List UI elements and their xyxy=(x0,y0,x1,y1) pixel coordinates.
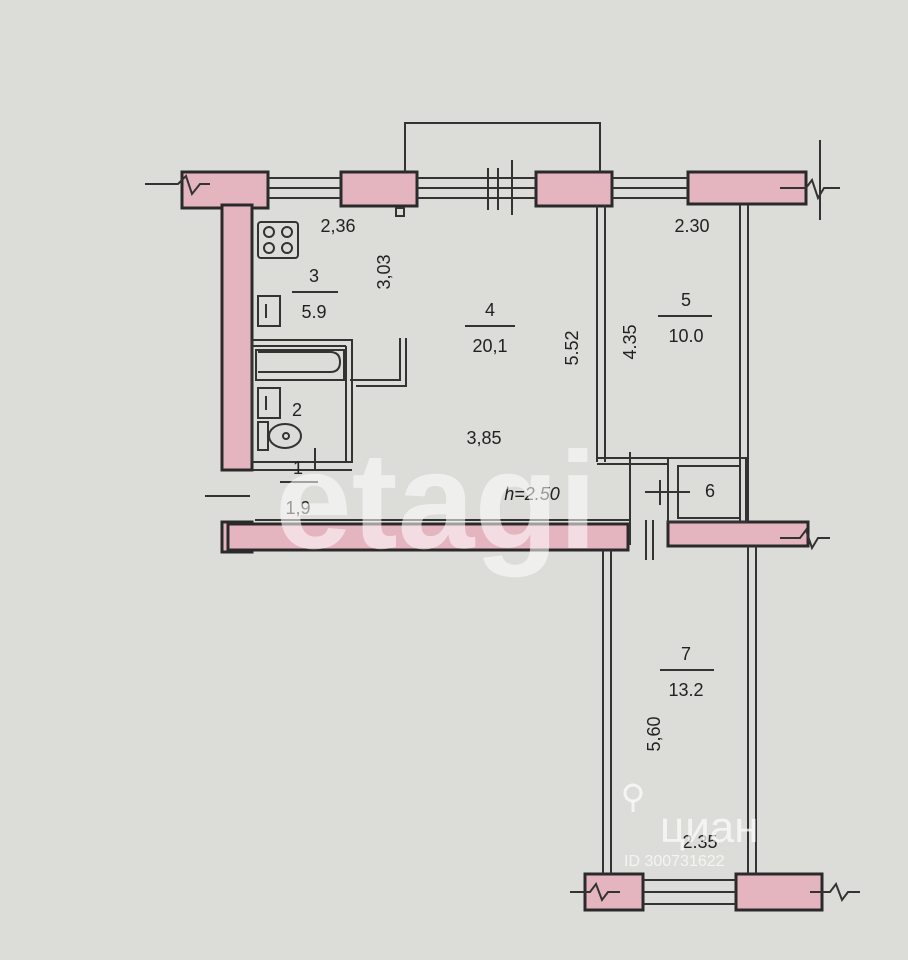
room-7-number: 7 xyxy=(681,644,691,664)
room-3-area: 5.9 xyxy=(301,302,326,322)
dim-room5-width: 2.30 xyxy=(674,216,709,236)
stove-icon xyxy=(257,221,299,259)
cian-watermark: циан xyxy=(660,803,759,852)
walls xyxy=(180,170,824,912)
etagi-watermark: etagi xyxy=(275,424,597,578)
balcony-wall-right xyxy=(734,872,824,912)
dim-kitchen-length: 3,03 xyxy=(374,254,394,289)
break-lines xyxy=(145,140,860,903)
bottom-wall-right xyxy=(666,520,810,548)
dim-kitchen-width: 2,36 xyxy=(320,216,355,236)
windows xyxy=(268,122,736,905)
room-5-number: 5 xyxy=(681,290,691,310)
dim-room4-width: 3,85 xyxy=(466,428,501,448)
room-6-number: 6 xyxy=(705,481,715,501)
dim-room5-length: 4.35 xyxy=(620,324,640,359)
room-1-number: 1 xyxy=(293,458,303,478)
top-wall-mid1 xyxy=(339,170,419,208)
watermarks: etagi циан ID 300731622 xyxy=(275,424,759,870)
ceiling-height: h=2.50 xyxy=(504,484,560,504)
partitions xyxy=(251,205,757,874)
cian-id-watermark: ID 300731622 xyxy=(624,853,725,870)
dimension-labels: 2,36 3,03 5.52 3,85 2.30 4.35 5,60 2.35 … xyxy=(320,216,717,852)
bath-sink-icon xyxy=(257,387,281,419)
bathtub-icon xyxy=(255,349,345,381)
room-7-area: 13.2 xyxy=(668,680,703,700)
fixtures xyxy=(255,207,405,451)
dim-balcony-width: 2.35 xyxy=(682,832,717,852)
bottom-wall-left xyxy=(226,522,630,552)
kitchen-sink-icon xyxy=(257,295,281,327)
vent-icon xyxy=(395,207,405,217)
left-wall-upper xyxy=(220,203,254,472)
room-5-area: 10.0 xyxy=(668,326,703,346)
cian-logo-icon xyxy=(623,783,643,812)
dim-balcony-length: 5,60 xyxy=(644,716,664,751)
room-2-number: 2 xyxy=(292,400,302,420)
room-labels: 1 1,9 2 3 5.9 4 20,1 5 10.0 6 7 13.2 xyxy=(280,266,715,700)
room-4-number: 4 xyxy=(485,300,495,320)
room-3-number: 3 xyxy=(309,266,319,286)
toilet-icon xyxy=(257,421,302,451)
room-4-area: 20,1 xyxy=(472,336,507,356)
room-1-area: 1,9 xyxy=(285,498,310,518)
top-wall-mid2 xyxy=(534,170,614,208)
dim-room4-length: 5.52 xyxy=(562,330,582,365)
